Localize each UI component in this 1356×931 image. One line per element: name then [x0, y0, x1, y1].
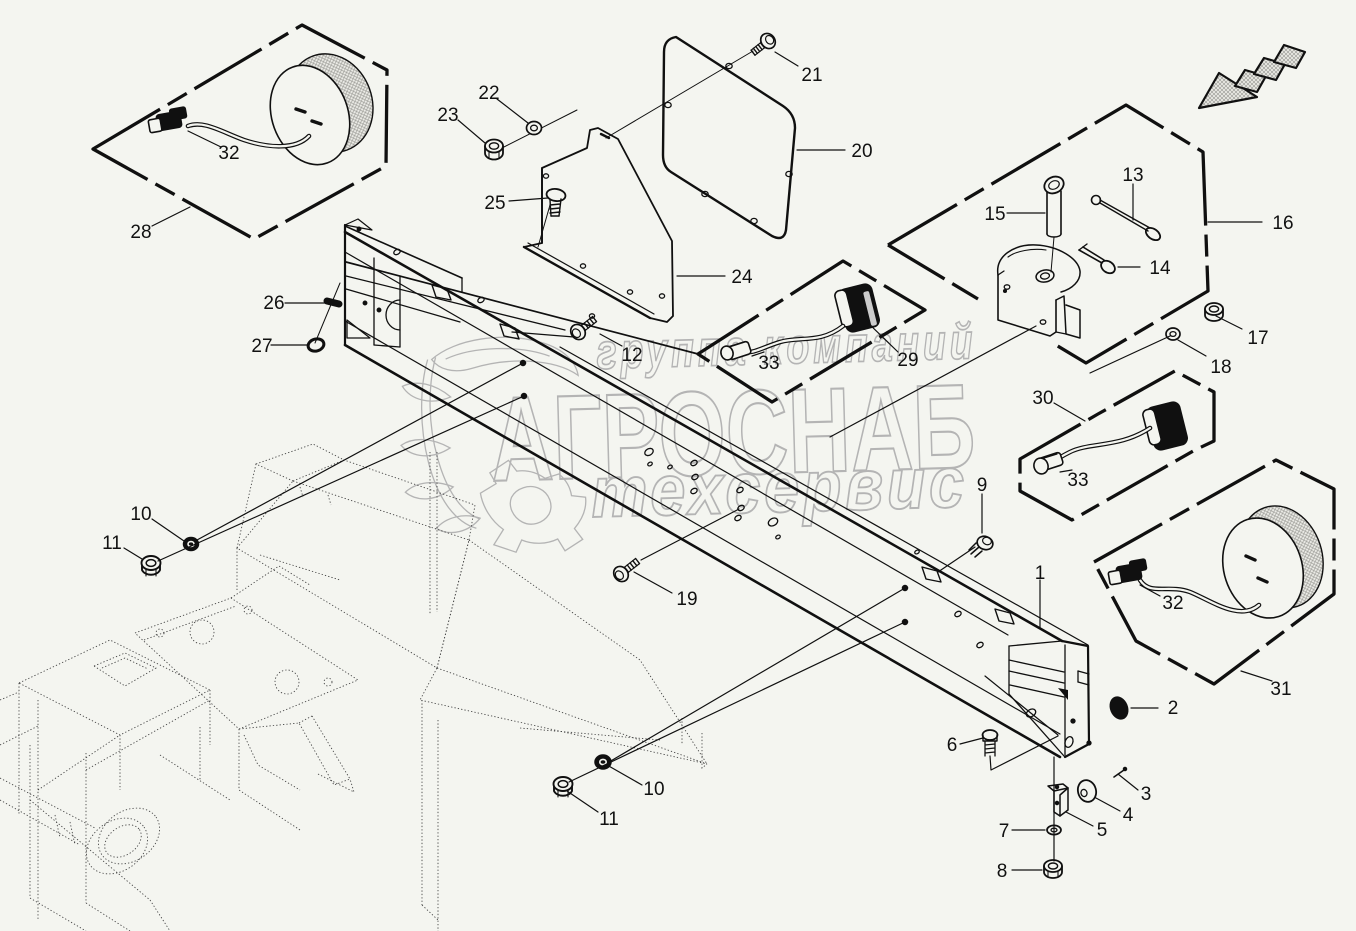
svg-text:33: 33: [1067, 470, 1088, 491]
svg-text:26: 26: [263, 293, 284, 314]
svg-text:32: 32: [1162, 593, 1183, 614]
svg-text:14: 14: [1149, 258, 1171, 279]
svg-text:27: 27: [251, 336, 272, 357]
svg-text:18: 18: [1210, 357, 1231, 378]
svg-text:24: 24: [731, 267, 753, 288]
svg-text:1: 1: [1035, 563, 1046, 584]
svg-text:9: 9: [977, 475, 988, 496]
svg-text:33: 33: [758, 353, 779, 374]
svg-text:4: 4: [1123, 805, 1134, 826]
svg-text:29: 29: [897, 350, 918, 371]
svg-text:11: 11: [599, 809, 619, 830]
svg-text:21: 21: [801, 65, 822, 86]
svg-text:30: 30: [1032, 388, 1053, 409]
svg-text:16: 16: [1272, 213, 1293, 234]
svg-text:5: 5: [1097, 820, 1108, 841]
svg-text:32: 32: [218, 143, 239, 164]
svg-text:20: 20: [851, 141, 872, 162]
svg-text:22: 22: [478, 83, 499, 104]
svg-text:3: 3: [1141, 784, 1152, 805]
svg-text:6: 6: [947, 735, 958, 756]
svg-text:11: 11: [102, 533, 122, 554]
svg-text:12: 12: [621, 345, 642, 366]
svg-text:13: 13: [1122, 165, 1143, 186]
svg-text:23: 23: [437, 105, 458, 126]
svg-text:25: 25: [484, 193, 505, 214]
svg-text:10: 10: [643, 779, 664, 800]
svg-text:15: 15: [984, 204, 1005, 225]
svg-text:2: 2: [1168, 698, 1179, 719]
svg-text:17: 17: [1247, 328, 1268, 349]
svg-text:10: 10: [130, 504, 151, 525]
svg-text:28: 28: [130, 222, 151, 243]
svg-text:7: 7: [999, 821, 1010, 842]
svg-text:АГРОСНАБ: АГРОСНАБ: [489, 359, 977, 507]
svg-text:группа компаний: группа компаний: [596, 314, 977, 380]
svg-text:8: 8: [997, 861, 1008, 882]
svg-text:19: 19: [676, 589, 697, 610]
svg-text:техсервис: техсервис: [590, 443, 969, 533]
svg-text:31: 31: [1270, 679, 1291, 700]
